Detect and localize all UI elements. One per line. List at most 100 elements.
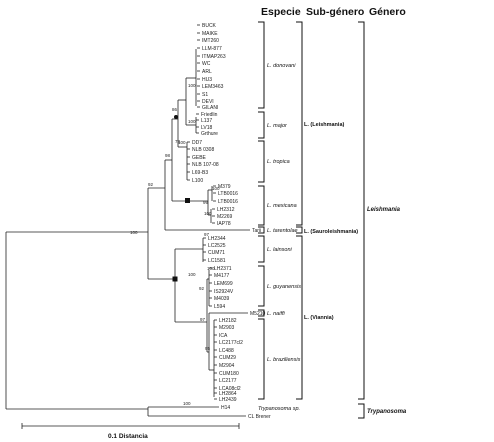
- bootstrap-labels: 100 100 100 86 73 98 100 99 100 92 100 9…: [130, 83, 220, 406]
- scale-bar-line: [21, 423, 240, 429]
- leaf-label: Tarii: [252, 228, 261, 234]
- leaf-label: M5210: [250, 311, 266, 317]
- leaf-label: LH2371: [214, 266, 232, 272]
- leaf-label: IS2924V: [214, 289, 234, 295]
- node-marker-square: [172, 276, 178, 282]
- leaf-label: LEM699: [214, 281, 233, 287]
- leaf-label: LH2864: [219, 391, 237, 397]
- leaf-label: LTB0016: [218, 191, 238, 197]
- leaf-label: LEM3463: [202, 84, 224, 90]
- species-label: L. guyanensis: [267, 284, 301, 290]
- bracket-sub-viannia: [296, 235, 303, 400]
- leaf-label: GILANI: [202, 105, 218, 111]
- subgenus-label: L. (Viannia): [304, 315, 334, 321]
- leaf-label: LH2439: [219, 397, 237, 403]
- leaf-label: ARL: [202, 69, 212, 75]
- leaf-labels: BUCKMAIKEIMT260LLM-877ITMAP263WCARLHU3LE…: [192, 23, 271, 420]
- leaf-label: M2904: [219, 363, 235, 369]
- bracket-genus-leishmania: [358, 21, 365, 400]
- species-label: L. naiffi: [267, 311, 286, 317]
- leaf-label: LV18: [201, 125, 213, 131]
- header-genero: Género: [369, 6, 406, 18]
- bootstrap-label: 100: [207, 266, 215, 271]
- leaf-label: LTB0016: [218, 199, 238, 205]
- leaf-label: Friedlin: [201, 112, 218, 118]
- leaf-label: M4039: [214, 296, 230, 302]
- species-label: L. mexicana: [267, 203, 297, 209]
- leaf-label: IMT260: [202, 38, 219, 44]
- leaf-label: HU3: [202, 77, 212, 83]
- bootstrap-label: 100: [188, 83, 196, 88]
- bracket-tropica: [258, 140, 265, 183]
- leaf-label: L594: [214, 304, 225, 310]
- bootstrap-label: 100: [178, 140, 186, 145]
- leaf-label: CUM29: [219, 355, 236, 361]
- leaf-label: MAIKE: [202, 31, 218, 37]
- species-label: Trypanosoma sp.: [258, 406, 300, 412]
- bootstrap-label: 95: [205, 346, 211, 351]
- bootstrap-label: 100: [212, 186, 220, 191]
- leaf-label: DEVI: [202, 99, 214, 105]
- species-label: L. lainsoni: [267, 247, 293, 253]
- leaf-label: L137: [201, 118, 212, 124]
- subgenus-label: L. (Leishmania): [304, 122, 345, 128]
- leaf-label: NLB 107-08: [192, 162, 219, 168]
- species-label: L. major: [267, 123, 288, 129]
- species-label: L. tropica: [267, 159, 290, 165]
- leaf-label: H14: [221, 405, 230, 411]
- bracket-major: [258, 111, 265, 139]
- leaf-label: M2269: [217, 214, 233, 220]
- leaf-label: CL Brener: [248, 414, 271, 420]
- bootstrap-label: 100: [183, 401, 191, 406]
- bootstrap-label: 100: [130, 230, 138, 235]
- tree-branches: [5, 49, 250, 417]
- bootstrap-label: 100: [204, 211, 212, 216]
- leaf-label: S1: [202, 92, 208, 98]
- subgenus-brackets: [296, 21, 303, 400]
- scale-bar-label: 0.1 Distancia: [108, 433, 148, 440]
- leaf-label: LH2312: [217, 207, 235, 213]
- bootstrap-label: 73: [175, 139, 181, 144]
- bracket-sub-sauroleishmania: [296, 226, 303, 234]
- leaf-label: LH2344: [208, 236, 226, 242]
- leaf-label: M379: [218, 184, 231, 190]
- bootstrap-label: 99: [203, 200, 209, 205]
- leaf-tips: [187, 24, 217, 400]
- leaf-label: M4177: [214, 273, 230, 279]
- leaf-label: LC488: [219, 348, 234, 354]
- node-marker-circle: [174, 115, 178, 119]
- leaf-label: DD7: [192, 140, 202, 146]
- leaf-label: Grthure: [201, 131, 218, 137]
- leaf-label: LC2525: [208, 243, 226, 249]
- leaf-label: LC1581: [208, 258, 226, 264]
- leaf-label: M2903: [219, 325, 235, 331]
- bootstrap-label: 92: [199, 286, 205, 291]
- species-labels: L. donovani L. major L. tropica L. mexic…: [258, 63, 301, 412]
- genus-labels: Leishmania Trypanosoma: [367, 207, 407, 415]
- species-label: L. braziliensis: [267, 357, 301, 363]
- species-label: L. donovani: [267, 63, 296, 69]
- bracket-donovani: [258, 21, 265, 109]
- bootstrap-label: 97: [204, 232, 210, 237]
- bracket-genus-trypanosoma: [358, 403, 365, 419]
- leaf-label: BUCK: [202, 23, 217, 29]
- leaf-label: L100: [192, 178, 203, 184]
- bracket-sub-leishmania: [296, 21, 303, 226]
- leaf-label: NLB 0308: [192, 147, 214, 153]
- bracket-mexicana: [258, 185, 265, 226]
- genus-label: Trypanosoma: [367, 409, 407, 415]
- leaf-label: IAP78: [217, 221, 231, 227]
- bracket-tarentolae: [258, 226, 265, 234]
- leaf-label: ITMAP263: [202, 54, 226, 60]
- subgenus-labels: L. (Leishmania) L. (Sauroleishmania) L. …: [304, 122, 358, 321]
- leaf-label: CUM71: [208, 250, 225, 256]
- leaf-label: ICA: [219, 333, 228, 339]
- scale-bar: 0.1 Distancia: [21, 423, 240, 440]
- bootstrap-label: 97: [200, 317, 206, 322]
- leaf-label: WC: [202, 61, 211, 67]
- leaf-label: LC2177: [219, 378, 237, 384]
- bracket-guyanensis: [258, 265, 265, 307]
- species-label: L. tarentolae: [267, 228, 298, 234]
